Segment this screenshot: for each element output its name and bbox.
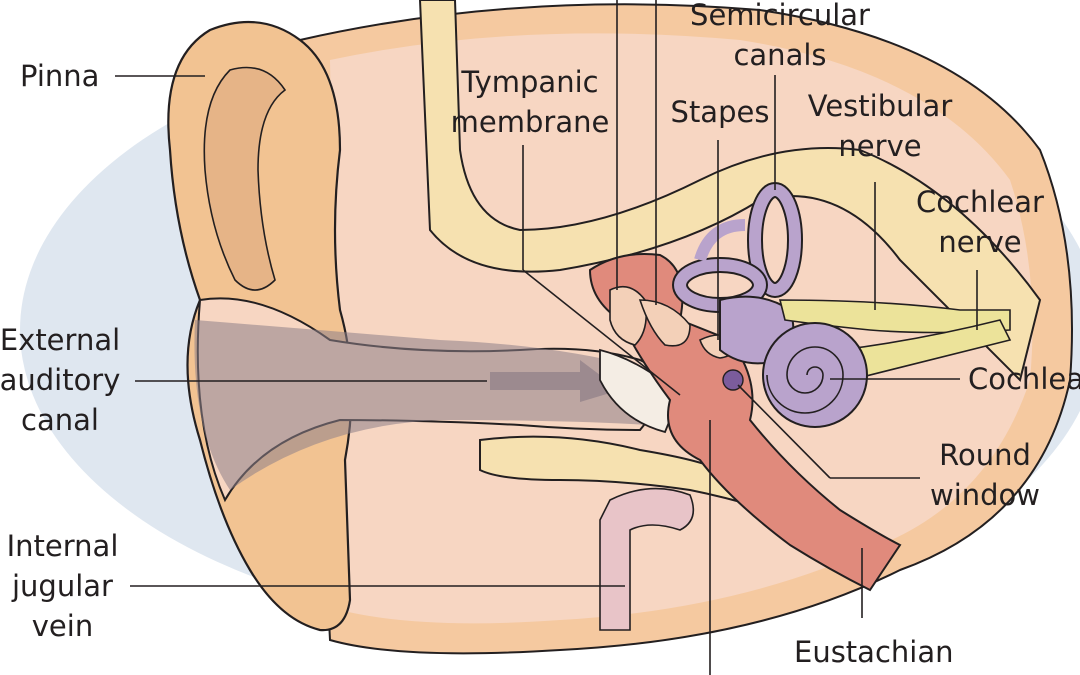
label-external-auditory-canal: External auditory canal bbox=[0, 320, 125, 440]
label-vestibular-line2: nerve bbox=[838, 129, 922, 163]
label-semicircular-canals: Semicircular canals bbox=[680, 0, 880, 75]
leader-round-window-a bbox=[737, 384, 831, 479]
label-tympanic-line2: membrane bbox=[450, 105, 610, 139]
label-tympanic-membrane: Tympanic membrane bbox=[440, 62, 620, 142]
label-internal-line2: jugular bbox=[12, 569, 113, 603]
label-external-line1: External bbox=[0, 323, 121, 357]
cochlea-spiral bbox=[766, 346, 844, 414]
leader-tympanic-b bbox=[522, 269, 681, 396]
label-internal-line3: vein bbox=[31, 609, 94, 643]
label-cochlear-nerve-line1: Cochlear bbox=[916, 185, 1044, 219]
semicircular-canal-3 bbox=[694, 219, 746, 262]
label-round-line2: window bbox=[929, 478, 1041, 512]
label-pinna: Pinna bbox=[20, 59, 100, 93]
tympanic-membrane-shape bbox=[599, 348, 682, 434]
label-round-line1: Round bbox=[939, 438, 1031, 472]
label-external-line2: auditory bbox=[0, 363, 121, 397]
canal-shadow bbox=[194, 320, 650, 490]
label-tympanic-line1: Tympanic bbox=[461, 65, 599, 99]
label-external-line3: canal bbox=[21, 403, 99, 437]
label-vestibular-nerve: Vestibular nerve bbox=[795, 86, 965, 166]
label-cochlear-nerve-line2: nerve bbox=[938, 225, 1022, 259]
label-cochlear-nerve: Cochlear nerve bbox=[900, 182, 1060, 262]
label-round-window: Round window bbox=[915, 435, 1055, 515]
label-eustachian: Eustachian bbox=[794, 635, 954, 669]
pinna-fold bbox=[203, 66, 287, 291]
label-internal-line1: Internal bbox=[6, 529, 119, 563]
cochlea-shape bbox=[762, 322, 868, 428]
incus bbox=[638, 299, 691, 347]
jugular-vein-shape bbox=[599, 487, 695, 631]
label-semicircular-line2: canals bbox=[733, 38, 827, 72]
label-cochlea: Cochlea bbox=[968, 362, 1080, 396]
malleus bbox=[609, 285, 648, 346]
label-vestibular-line1: Vestibular bbox=[807, 89, 953, 123]
sound-arrow bbox=[490, 360, 620, 402]
label-stapes: Stapes bbox=[670, 95, 770, 129]
cochlear-nerve-shape bbox=[838, 319, 1012, 381]
label-internal-jugular-vein: Internal jugular vein bbox=[0, 526, 125, 646]
label-semicircular-line1: Semicircular bbox=[690, 0, 870, 32]
